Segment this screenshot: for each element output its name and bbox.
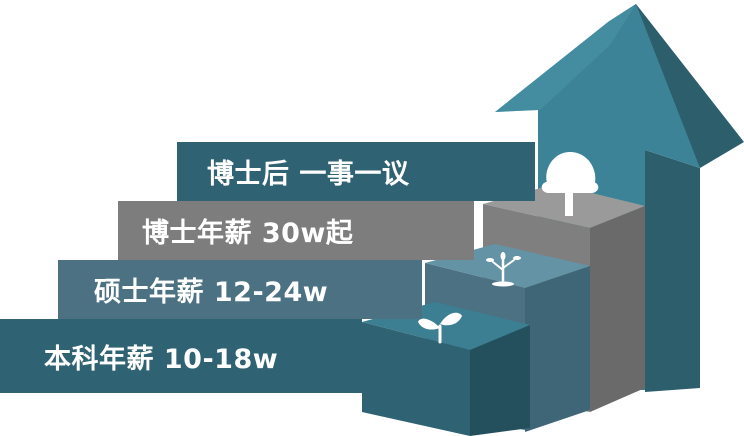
level-1-label: 本科年薪 10-18w [44,343,279,375]
level-3-band: 博士年薪 30w起 [118,201,474,260]
level-1-band: 本科年薪 10-18w [0,319,362,393]
level-3-label: 博士年薪 30w起 [142,218,354,249]
level-4-band: 博士后 一事一议 [177,142,535,201]
level-2-label: 硕士年薪 12-24w [94,277,329,308]
level-2-band: 硕士年薪 12-24w [58,260,422,319]
step-1-block [362,302,530,436]
seedling-icon [418,312,462,344]
tree-icon [541,152,599,216]
level-4-label: 博士后 一事一议 [207,159,410,190]
sprout-icon [486,252,521,287]
